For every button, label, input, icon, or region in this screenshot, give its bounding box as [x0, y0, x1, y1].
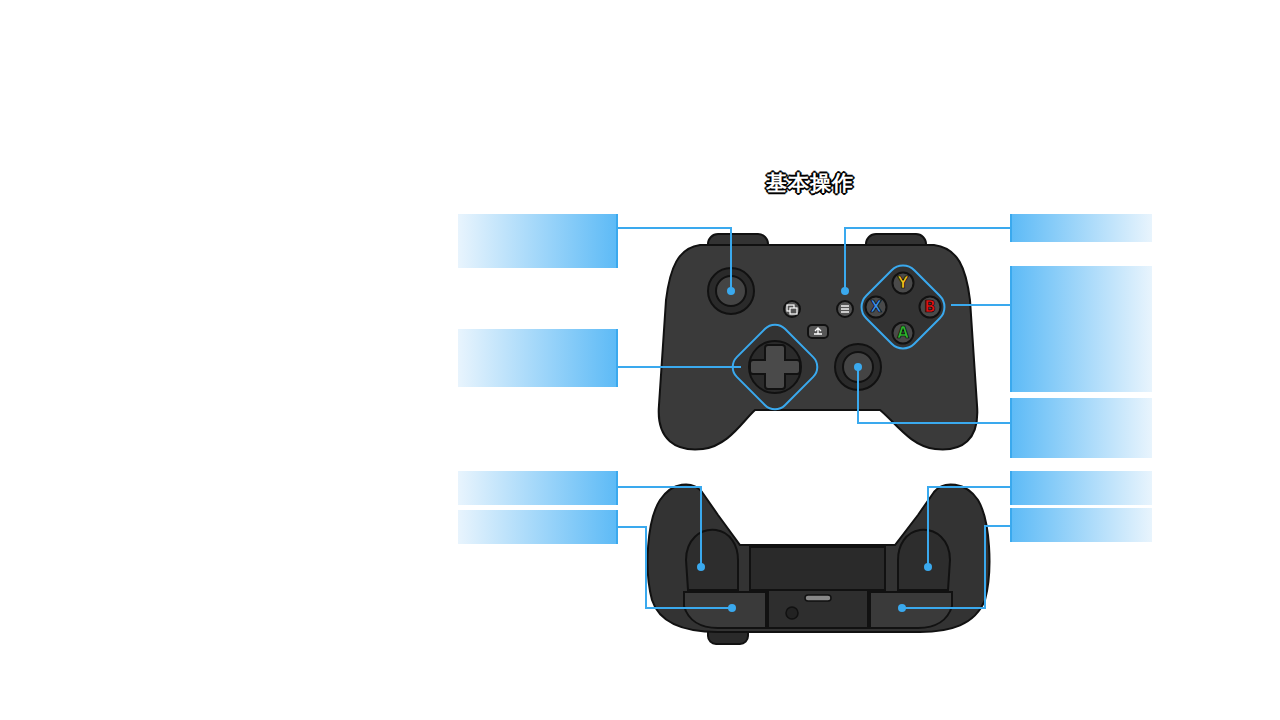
box-edge — [616, 510, 618, 544]
leader-line — [618, 228, 731, 291]
leader-line — [845, 228, 1010, 291]
box-edge — [616, 329, 618, 387]
face-button: A — [891, 321, 915, 345]
share-icon — [814, 328, 822, 334]
button-letter: A — [897, 326, 909, 341]
leader-dots — [697, 287, 932, 612]
box-edge — [616, 214, 618, 268]
menu-button — [837, 301, 853, 317]
leader-dot — [841, 287, 849, 295]
callout-boxes — [458, 214, 1152, 544]
view-button — [784, 301, 800, 317]
callout-box — [1010, 266, 1152, 392]
face-button: X — [864, 295, 888, 319]
box-edge — [1010, 214, 1012, 242]
audio-jack — [786, 607, 798, 619]
button-letter: Y — [898, 276, 909, 291]
button-circle — [866, 297, 887, 318]
menu-line — [841, 308, 849, 309]
menu-line — [841, 311, 849, 312]
controller-body — [659, 245, 978, 449]
box-edge — [1010, 471, 1012, 505]
callout-box — [458, 329, 618, 387]
box-edge — [616, 471, 618, 505]
leader-dot — [727, 287, 735, 295]
callout-box — [1010, 398, 1152, 458]
callout-box — [458, 214, 618, 268]
dpad-well — [749, 341, 801, 393]
right-trigger — [898, 530, 950, 590]
callout-box — [458, 471, 618, 505]
callout-box — [1010, 471, 1152, 505]
leader-dot — [924, 563, 932, 571]
leader-line — [618, 527, 732, 608]
callout-box — [458, 510, 618, 544]
face-button-ring — [855, 259, 951, 355]
box-edge — [1010, 508, 1012, 542]
title: 基本操作 — [766, 169, 854, 197]
callout-box — [1010, 508, 1152, 542]
dpad-cross — [750, 345, 800, 389]
face-button: Y — [891, 271, 915, 295]
left-trigger — [686, 530, 738, 590]
callout-box — [1010, 214, 1152, 242]
controller-bottom — [648, 484, 990, 644]
leader-line — [858, 367, 1010, 423]
share-button — [808, 325, 828, 338]
usb-port — [805, 595, 831, 601]
leader-line — [951, 304, 1010, 306]
button-letter: X — [870, 300, 882, 315]
menu-icon — [841, 306, 849, 312]
leader-dot — [728, 604, 736, 612]
leader-line — [902, 526, 1010, 608]
button-letter: B — [924, 300, 935, 315]
port-area — [768, 590, 868, 628]
box-edge — [1010, 266, 1012, 392]
leader-line — [618, 366, 741, 368]
controller-top — [659, 234, 978, 449]
box-edge — [1010, 398, 1012, 458]
controller-body-bottom — [648, 484, 990, 632]
button-circle — [893, 323, 914, 344]
leader-dot — [898, 604, 906, 612]
leader-lines — [618, 228, 1010, 608]
view-icon — [790, 308, 797, 314]
bottom-panel — [750, 547, 885, 590]
left-bumper — [684, 592, 766, 628]
button-circle — [920, 297, 941, 318]
leader-dot — [854, 363, 862, 371]
menu-line — [841, 305, 849, 306]
right-bumper — [870, 592, 952, 628]
leader-dot — [697, 563, 705, 571]
button-circle — [893, 273, 914, 294]
face-button: B — [918, 295, 942, 319]
